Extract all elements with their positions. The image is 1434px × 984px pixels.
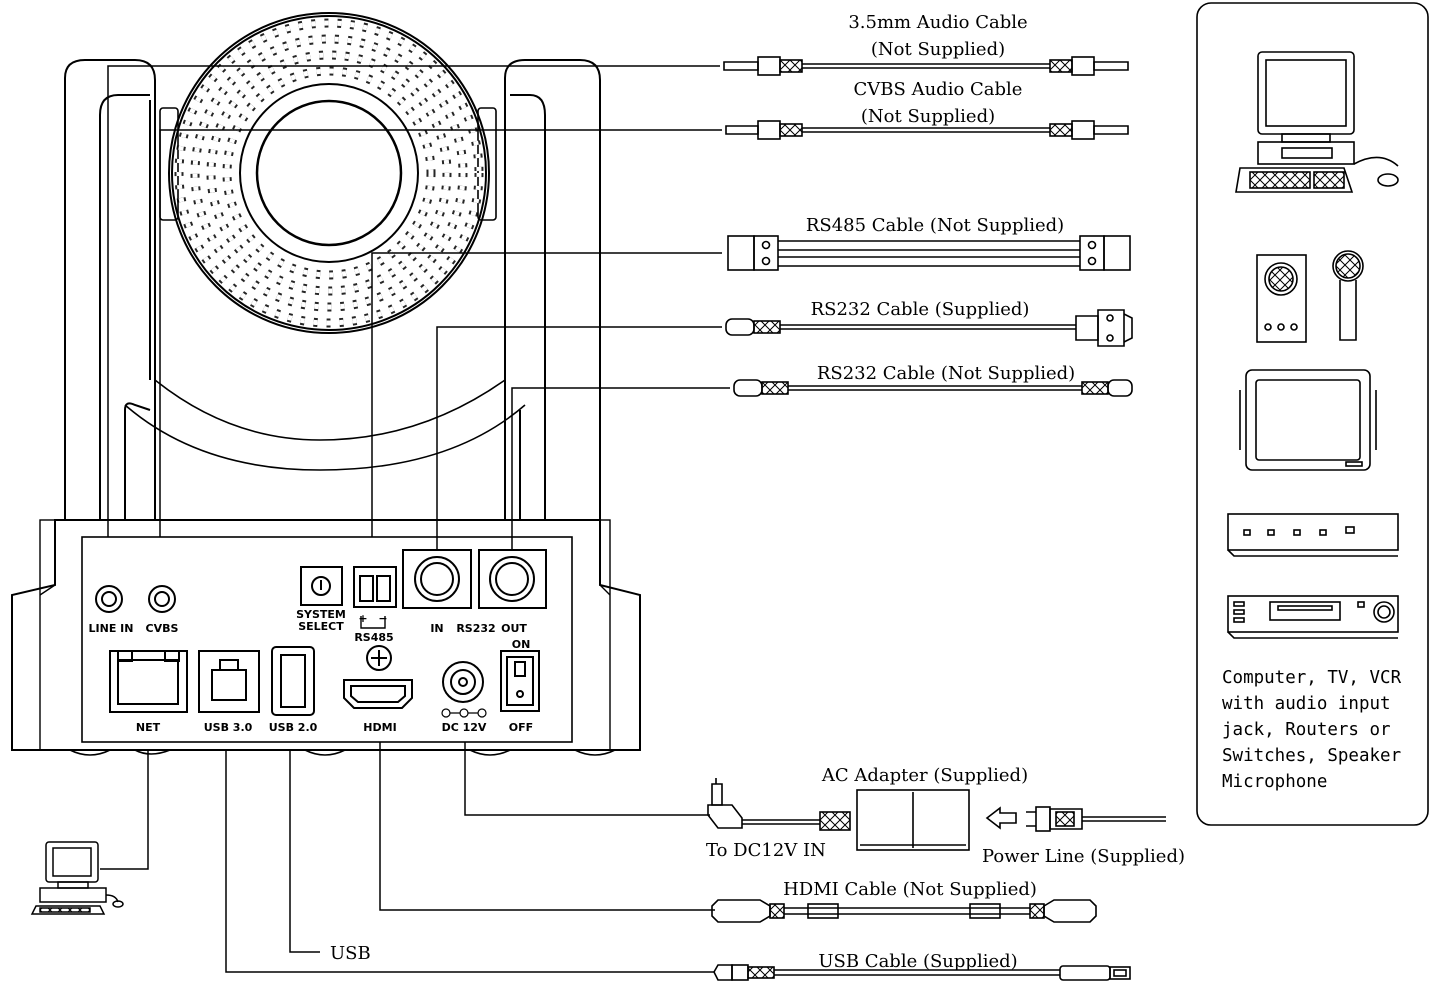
rear-port-icons [95,549,547,718]
ac-adapter-icon [856,789,970,851]
power-switch-icon [500,650,540,712]
net-port-icon [109,650,188,713]
side-caption-line: jack, Routers or [1222,720,1391,740]
tv-monitor-icon [1239,369,1377,471]
cable-labels: 3.5mm Audio Cable (Not Supplied) CVBS Au… [330,12,1185,972]
dc-jack-icon [442,661,484,703]
port-label-usb2: USB 2.0 [269,721,318,734]
label-rs232-cable-supplied: RS232 Cable (Supplied) [811,299,1030,320]
port-label-dc12v: DC 12V [442,721,487,734]
cable-cvbs-audio [725,120,1129,140]
side-caption-line: with audio input [1222,694,1391,714]
port-label-off: OFF [509,721,533,734]
computer-small-icon [30,841,124,915]
cable-rs232-supplied [725,309,1133,347]
router-icon [1227,513,1399,557]
port-label-select: SELECT [298,620,344,633]
microphone-icon [1332,250,1364,341]
port-label-rs232: RS232 [456,622,495,635]
label-cvbs-audio-supply: (Not Supplied) [861,106,995,127]
speaker-holes [174,18,484,328]
usb2-port-icon [271,646,315,716]
port-label-rs485: RS485 [354,631,393,644]
port-label-in: IN [430,622,443,635]
port-label-rs485-minus: − [378,612,387,625]
port-label-net: NET [136,721,161,734]
label-rs485-cable: RS485 Cable (Not Supplied) [806,215,1064,236]
rs485-terminal-icon [353,566,397,608]
label-usb-cable: USB Cable (Supplied) [818,951,1017,972]
power-plug-icon [1026,811,1036,827]
system-select-dial-icon [300,566,343,606]
port-label-usb3: USB 3.0 [204,721,253,734]
label-cvbs-audio-cable: CVBS Audio Cable [854,79,1023,100]
label-3-5mm-audio-cable: 3.5mm Audio Cable [848,12,1027,33]
camera-body [11,12,641,756]
screw-icon [366,645,392,671]
label-3-5mm-audio-supply: (Not Supplied) [871,39,1005,60]
hdmi-port-icon [343,679,413,709]
arrow-left-icon [985,806,1017,830]
label-ac-adapter: AC Adapter (Supplied) [821,765,1028,786]
cable-3-5mm-audio [723,56,1129,76]
side-caption-line: Computer, TV, VCR [1222,668,1402,688]
label-usb-branch: USB [330,943,371,964]
cable-hdmi [711,899,1097,923]
label-rs232-cable-not-supplied: RS232 Cable (Not Supplied) [817,363,1075,384]
speaker-icon [1256,254,1307,343]
rs232-in-port-icon [402,549,472,609]
cable-usb [713,964,1131,981]
cable-ac-adapter [707,778,1166,851]
label-to-dc12v-in: To DC12V IN [706,840,826,861]
side-caption-line: Switches, Speaker [1222,746,1401,766]
port-label-system: SYSTEM [296,608,346,621]
side-caption-line: Microphone [1222,772,1327,792]
label-hdmi-cable: HDMI Cable (Not Supplied) [783,879,1037,900]
side-panel-caption: Computer, TV, VCR with audio input jack,… [1222,668,1402,792]
cable-rs485 [727,235,1131,271]
cvbs-jack-icon [148,585,176,613]
line-in-jack-icon [95,585,123,613]
port-label-hdmi: HDMI [363,721,396,734]
port-label-cvbs: CVBS [146,622,179,635]
port-label-rs485-plus: + [358,612,367,625]
port-labels: LINE IN CVBS SYSTEM SELECT + − RS485 IN … [89,608,534,734]
connection-lines [100,65,730,973]
peripheral-panel [1196,2,1429,826]
port-label-on: ON [512,638,531,651]
vcr-icon [1227,595,1399,639]
usb3-port-icon [198,650,260,713]
label-power-line: Power Line (Supplied) [982,846,1185,867]
port-label-line-in: LINE IN [89,622,134,635]
port-label-out: OUT [501,622,527,635]
computer-icon [1235,51,1399,193]
cable-rs232-not-supplied [733,379,1133,397]
